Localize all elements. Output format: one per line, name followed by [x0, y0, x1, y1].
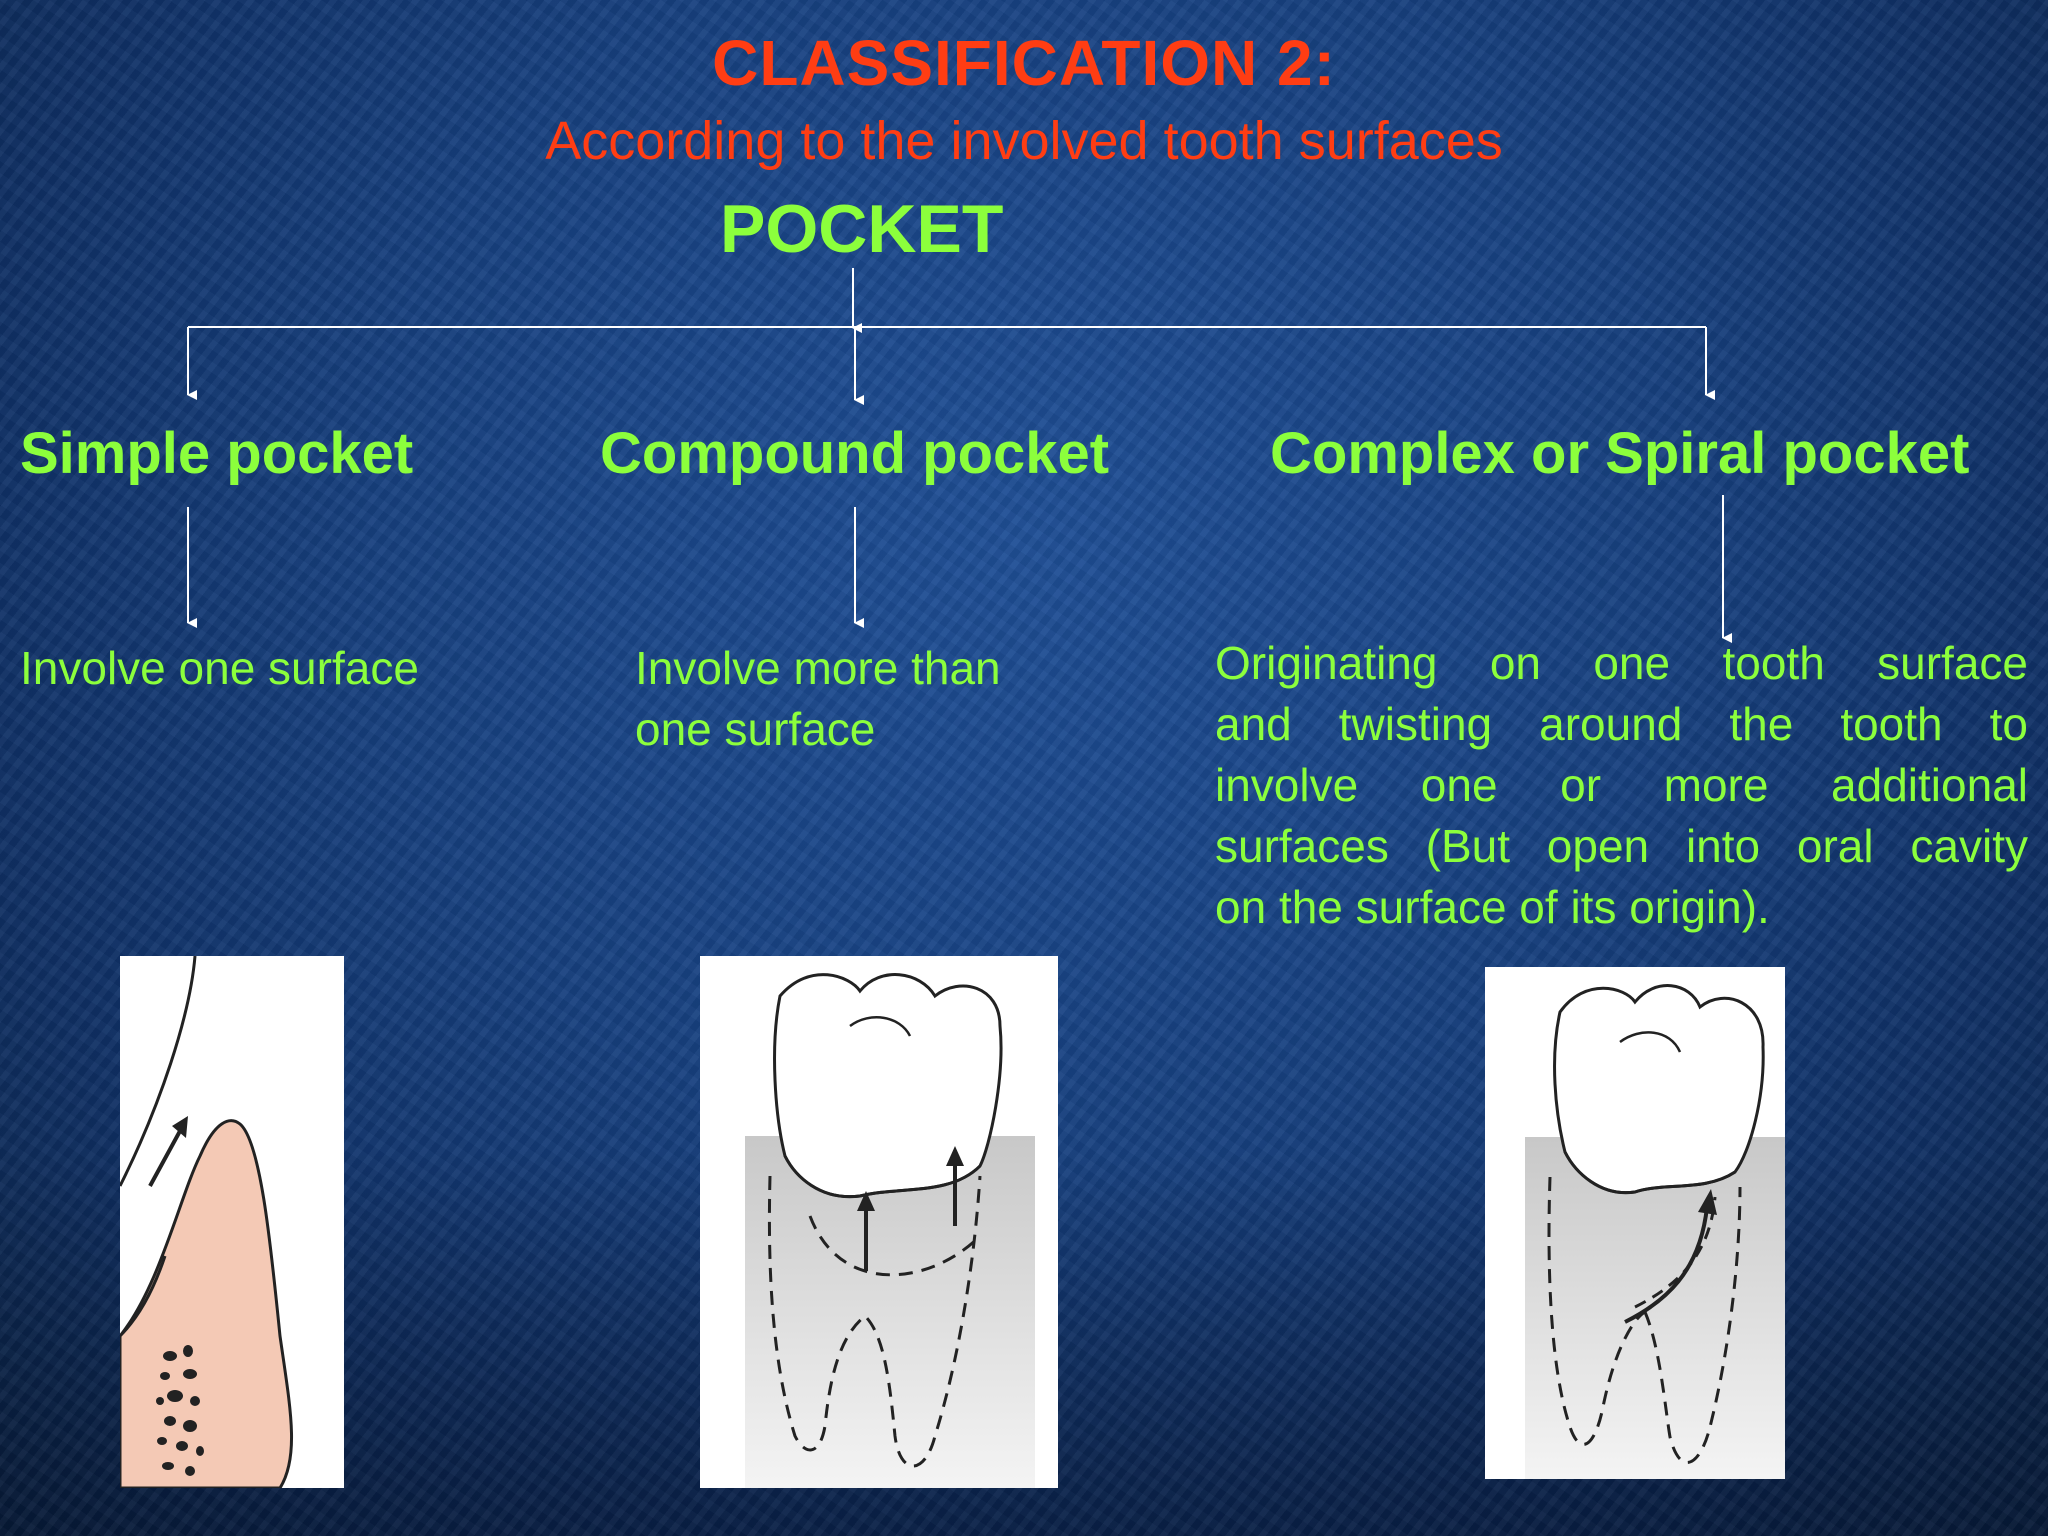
slide-title: CLASSIFICATION 2: [712, 27, 1336, 99]
description-line: on the surface of its origin). [1215, 881, 1770, 933]
description-compound-pocket: Involve more than one surface [635, 638, 1001, 760]
compound-pocket-illustration [700, 956, 1058, 1488]
root-node-pocket: POCKET [720, 191, 1004, 267]
description-line: Originating on one tooth surface [1215, 637, 2028, 689]
description-line: one surface [635, 703, 876, 755]
category-compound-pocket: Compound pocket [600, 421, 1110, 486]
slide-subtitle: According to the involved tooth surfaces [545, 111, 1503, 171]
description-line: involve one or more additional [1215, 759, 2028, 811]
description-line: surfaces (But open into oral cavity [1215, 820, 2028, 872]
category-simple-pocket: Simple pocket [20, 421, 414, 486]
description-line: Involve more than [635, 642, 1001, 694]
simple-pocket-illustration [120, 956, 344, 1488]
description-simple-pocket: Involve one surface [20, 642, 419, 694]
spiral-pocket-illustration [1485, 967, 1785, 1479]
description-line: and twisting around the tooth to [1215, 698, 2028, 750]
description-complex-pocket: Originating on one tooth surface and twi… [1215, 633, 2028, 938]
category-complex-pocket: Complex or Spiral pocket [1270, 421, 1970, 486]
